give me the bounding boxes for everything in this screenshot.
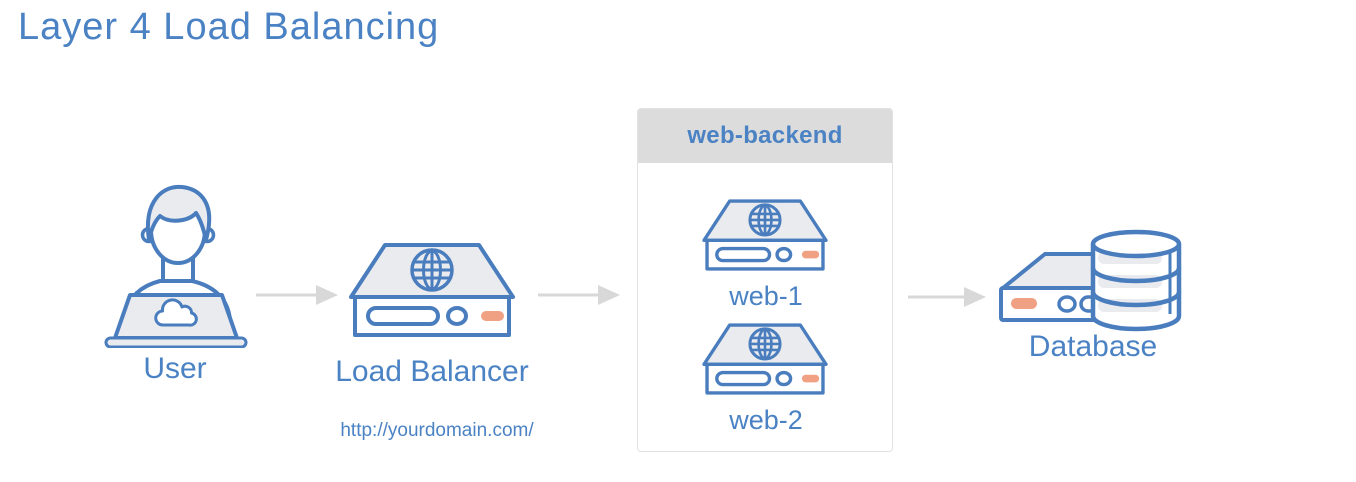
backend-group-box: web-backend bbox=[637, 108, 893, 452]
web-1-label: web-1 bbox=[729, 281, 803, 311]
globe-icon bbox=[748, 203, 782, 237]
load-balancer-server-icon bbox=[349, 243, 515, 337]
page-title: Layer 4 Load Balancing bbox=[18, 6, 440, 48]
arrow-user-to-loadbalancer bbox=[256, 285, 338, 305]
load-balancer-url: http://yourdomain.com/ bbox=[340, 420, 534, 441]
web-2-label: web-2 bbox=[729, 405, 803, 435]
web-2-node bbox=[701, 321, 829, 397]
load-balancer-node bbox=[347, 240, 517, 340]
web-2-server-icon bbox=[702, 323, 828, 395]
status-led bbox=[801, 250, 820, 259]
web-1-server-icon bbox=[702, 199, 828, 271]
globe-icon bbox=[410, 248, 454, 292]
user-node bbox=[102, 178, 250, 348]
status-led bbox=[1011, 298, 1037, 309]
load-balancer-label: Load Balancer bbox=[335, 355, 529, 388]
database-icon bbox=[999, 229, 1182, 332]
arrow-backend-to-database bbox=[908, 287, 986, 307]
db-cylinder bbox=[1090, 229, 1182, 332]
globe-icon bbox=[748, 327, 782, 361]
user-at-laptop-icon bbox=[104, 184, 248, 348]
database-label: Database bbox=[1028, 330, 1158, 363]
database-node bbox=[993, 224, 1185, 334]
status-led bbox=[801, 374, 820, 383]
cloud-icon bbox=[154, 298, 198, 327]
web-1-node bbox=[701, 197, 829, 273]
user-label: User bbox=[143, 352, 207, 385]
status-led bbox=[481, 311, 504, 321]
arrow-loadbalancer-to-backend bbox=[538, 285, 620, 305]
backend-group-header: web-backend bbox=[638, 109, 892, 163]
backend-group-label: web-backend bbox=[687, 122, 843, 149]
